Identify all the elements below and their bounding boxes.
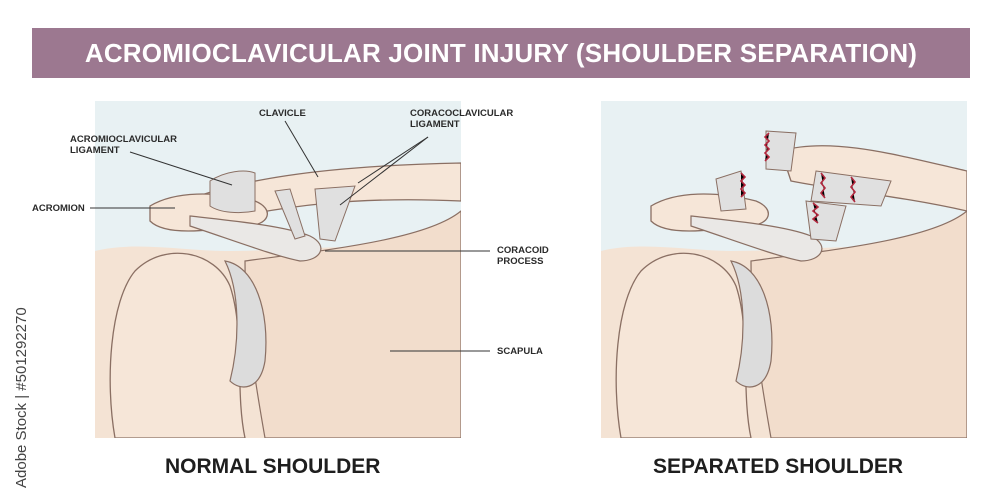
caption-normal-shoulder: NORMAL SHOULDER xyxy=(165,455,381,478)
page-title: ACROMIOCLAVICULAR JOINT INJURY (SHOULDER… xyxy=(84,37,918,68)
coracoid-process xyxy=(189,215,322,262)
torn-ac-ligament xyxy=(715,170,747,212)
cc-ligament-trapezoid xyxy=(274,188,306,240)
label-coracoid-process: CORACOID PROCESS xyxy=(497,245,549,267)
glenoid-cartilage xyxy=(729,260,773,388)
leader-clavicle xyxy=(284,120,319,178)
title-banner: ACROMIOCLAVICULAR JOINT INJURY (SHOULDER… xyxy=(32,28,970,78)
tear-marks xyxy=(739,132,857,224)
glenoid-cartilage xyxy=(223,260,267,388)
label-coracoclavicular-ligament: CORACOCLAVICULAR LIGAMENT xyxy=(410,108,514,130)
stock-id-watermark: Adobe Stock | #501292270 xyxy=(13,307,30,488)
separated-shoulder-illustration xyxy=(601,101,968,439)
torn-cc-ligament-stub xyxy=(805,200,847,242)
label-clavicle: CLAVICLE xyxy=(259,108,306,119)
leader-cc-ligament-2 xyxy=(339,136,429,206)
label-acromioclavicular-ligament: ACROMIOCLAVICULAR LIGAMENT xyxy=(70,134,177,156)
caption-separated-shoulder: SEPARATED SHOULDER xyxy=(653,455,904,478)
coracoid-process xyxy=(690,215,823,262)
torn-cc-ligament xyxy=(810,170,892,207)
label-scapula: SCAPULA xyxy=(497,346,543,357)
cc-ligament-conoid xyxy=(314,185,356,242)
leader-cc-ligament-1 xyxy=(357,136,429,184)
label-acromion: ACROMION xyxy=(32,203,85,214)
stock-id-text: Adobe Stock | #501292270 xyxy=(13,307,30,488)
leader-ac-ligament xyxy=(129,151,233,186)
normal-shoulder-illustration xyxy=(95,101,462,439)
